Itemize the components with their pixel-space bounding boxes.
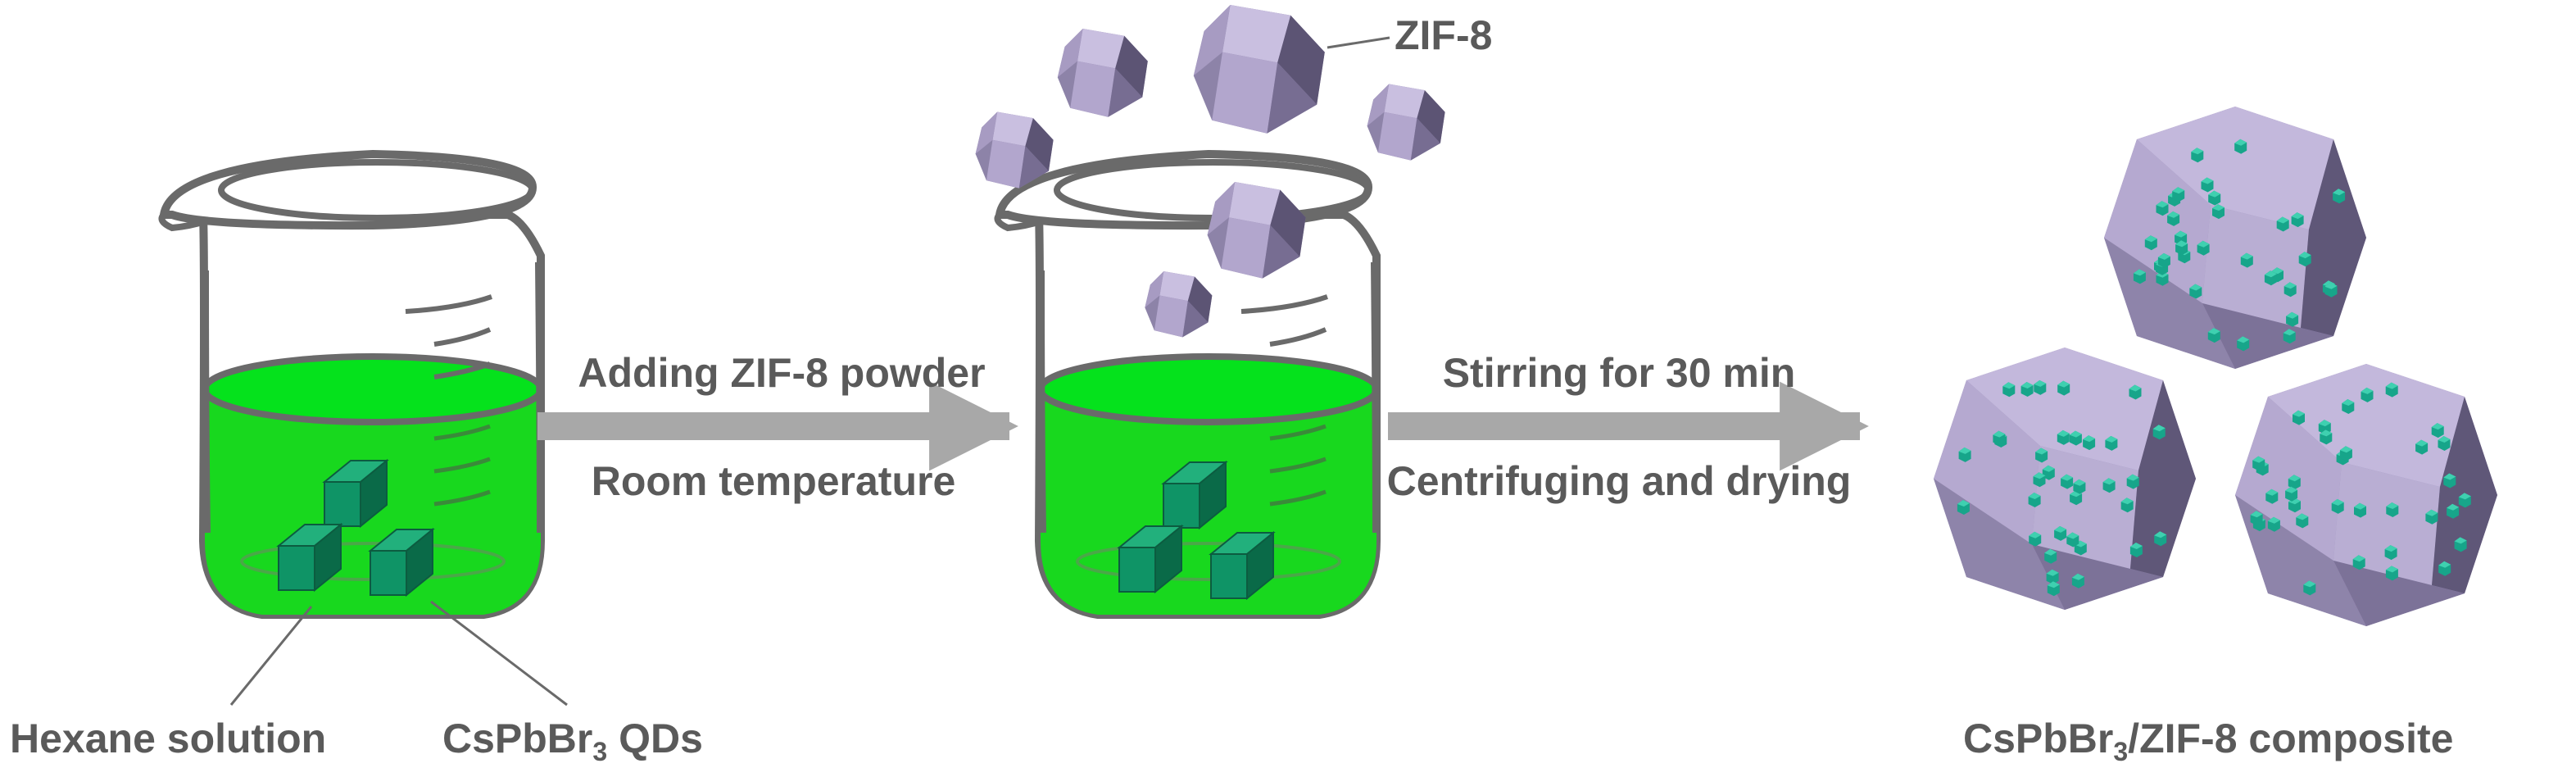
beaker-left <box>158 149 568 707</box>
arrow-2-bottom-label: Centrifuging and drying <box>1387 458 1852 504</box>
arrow-step-2: Stirring for 30 min Centrifuging and dry… <box>1387 350 1869 504</box>
zif8-crystal <box>1193 4 1325 134</box>
zif8-crystal <box>1367 84 1445 161</box>
zif8-crystal <box>1057 29 1148 117</box>
arrow-1-bottom-label: Room temperature <box>592 458 956 504</box>
cspbbr3-qds-label: CsPbBr3 QDs <box>442 716 703 766</box>
arrow-2-top-label: Stirring for 30 min <box>1443 350 1796 396</box>
arrow-1-top-label: Adding ZIF-8 powder <box>578 350 985 396</box>
arrow-step-1: Adding ZIF-8 powder Room temperature <box>537 350 1018 504</box>
zif8-label: ZIF-8 <box>1395 12 1492 58</box>
composite-label: CsPbBr3/ZIF-8 composite <box>1963 716 2453 766</box>
composite-crystals <box>1934 107 2497 626</box>
solution-surface-middle <box>1037 353 1380 425</box>
hexane-solution-label: Hexane solution <box>10 716 326 761</box>
beaker-middle: ZIF-8 <box>975 4 1492 619</box>
